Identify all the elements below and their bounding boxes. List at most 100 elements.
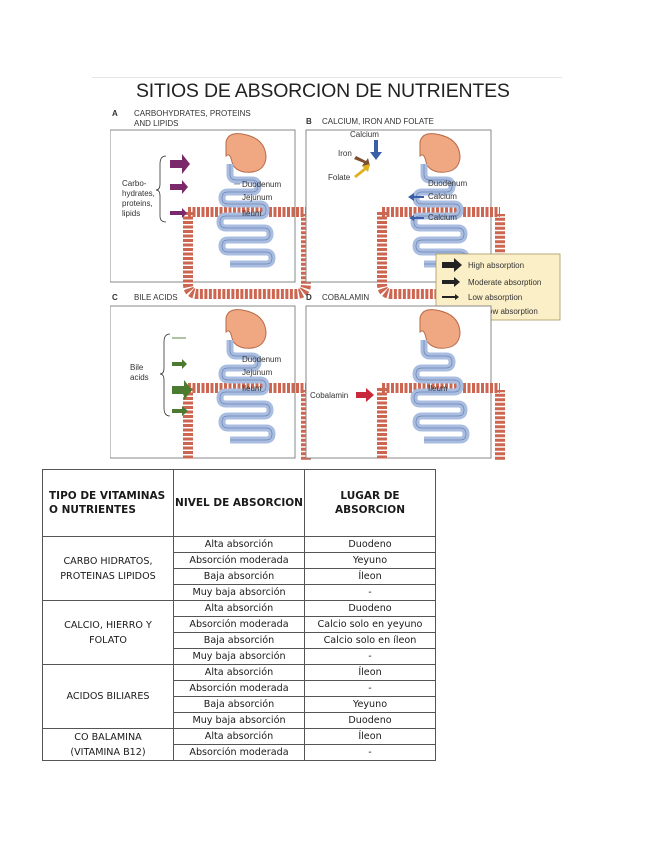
absorption-table: TIPO DE VITAMINAS O NUTRIENTES NIVEL DE … xyxy=(42,469,436,761)
legend-low: Low absorption xyxy=(468,293,522,302)
table-row: Absorción moderada - xyxy=(43,744,436,761)
place-cell: - xyxy=(304,584,436,601)
duodenum-label: Duodenum xyxy=(242,355,281,364)
place-cell: Yeyuno xyxy=(304,552,436,569)
panel-a-brace xyxy=(155,155,167,223)
header-place: LUGAR DE ABSORCION xyxy=(304,469,436,537)
legend-moderate: Moderate absorption xyxy=(468,278,541,287)
level-cell: Muy baja absorción xyxy=(173,584,305,601)
level-cell: Alta absorción xyxy=(173,728,305,745)
place-cell: - xyxy=(304,648,436,665)
group-name: ACIDOS BILIARES xyxy=(42,664,174,729)
iron-label: Iron xyxy=(338,149,352,158)
place-cell: Yeyuno xyxy=(304,696,436,713)
table-row: CO BALAMINA (VITAMINA B12) Alta absorció… xyxy=(42,728,436,761)
duodenum-label: Duodenum xyxy=(242,180,281,189)
place-cell: Duodeno xyxy=(304,600,436,617)
ileum-label: Ileum xyxy=(428,384,448,393)
panel-c-heading: BILE ACIDS xyxy=(134,293,178,302)
panel-a-label: hydrates, xyxy=(122,189,155,198)
table-row: Absorción moderada Calcio solo en yeyuno xyxy=(43,616,436,633)
panel-b-letter: B xyxy=(306,117,312,126)
page-title: SITIOS DE ABSORCION DE NUTRIENTES xyxy=(136,80,510,102)
top-divider xyxy=(92,77,562,78)
calcium-arrow-icon xyxy=(370,140,382,160)
panel-c-brace xyxy=(159,333,171,417)
panel-a-label: Carbo- xyxy=(122,179,147,188)
panel-c: C BILE ACIDS Bile acids Duodenum Jejunum… xyxy=(110,293,306,460)
place-cell: Íleon xyxy=(304,568,436,585)
low-arrow-icon xyxy=(172,359,187,369)
level-cell: Absorción moderada xyxy=(173,616,305,633)
calcium-jejunum-label: Calcium xyxy=(428,192,457,201)
cobalamin-arrow-icon xyxy=(356,388,374,402)
cobalamin-label: Cobalamin xyxy=(310,391,348,400)
calcium-label: Calcium xyxy=(350,130,379,139)
level-cell: Alta absorción xyxy=(173,600,305,617)
place-cell: Íleon xyxy=(304,728,436,745)
absorption-figure: A CARBOHYDRATES, PROTEINS AND LIPIDS Car… xyxy=(110,104,565,460)
legend-high: High absorption xyxy=(468,261,524,270)
level-cell: Alta absorción xyxy=(173,664,305,681)
low-arrow-icon xyxy=(170,208,187,218)
moderate-arrow-icon xyxy=(170,180,188,194)
table-row: Absorción moderada - xyxy=(43,680,436,697)
table-row: Muy baja absorción - xyxy=(43,584,436,601)
level-cell: Baja absorción xyxy=(173,632,305,649)
group-name: CARBO HIDRATOS, PROTEINAS LIPIDOS xyxy=(42,536,174,601)
iron-arrow-icon xyxy=(354,156,370,166)
calcium-ileum-label: Calcium xyxy=(428,213,457,222)
panel-c-label: Bile xyxy=(130,363,144,372)
level-cell: Baja absorción xyxy=(173,568,305,585)
header-level: NIVEL DE ABSORCION xyxy=(173,469,305,537)
table-header-row: TIPO DE VITAMINAS O NUTRIENTES NIVEL DE … xyxy=(42,469,436,537)
place-cell: Calcio solo en íleon xyxy=(304,632,436,649)
place-cell: Duodeno xyxy=(304,712,436,729)
duodenum-label: Duodenum xyxy=(428,179,467,188)
level-cell: Absorción moderada xyxy=(173,552,305,569)
panel-b-heading: CALCIUM, IRON AND FOLATE xyxy=(322,117,434,126)
group-name: CO BALAMINA (VITAMINA B12) xyxy=(42,728,174,761)
panel-a-label: proteins, xyxy=(122,199,153,208)
table-row: Baja absorción Calcio solo en íleon xyxy=(43,632,436,649)
high-arrow-icon xyxy=(170,154,190,174)
place-cell: - xyxy=(304,744,436,761)
high-arrow-icon xyxy=(442,258,462,272)
table-row: Baja absorción Íleon xyxy=(43,568,436,585)
high-arrow-icon xyxy=(172,380,192,400)
low-arrow-icon xyxy=(442,294,459,300)
place-cell: Duodeno xyxy=(304,536,436,553)
place-cell: - xyxy=(304,680,436,697)
table-row: CARBO HIDRATOS, PROTEINAS LIPIDOS Alta a… xyxy=(42,536,436,601)
panel-a: A CARBOHYDRATES, PROTEINS AND LIPIDS Car… xyxy=(110,109,306,294)
group-name: CALCIO, HIERRO Y FOLATO xyxy=(42,600,174,665)
table-row: Muy baja absorción - xyxy=(43,648,436,665)
legend-very-low: Very low absorption xyxy=(468,307,538,316)
moderate-calcium-arrow-icon xyxy=(408,193,424,201)
panel-a-heading: CARBOHYDRATES, PROTEINS xyxy=(134,109,251,118)
level-cell: Absorción moderada xyxy=(173,680,305,697)
table-row: ACIDOS BILIARES Alta absorción Íleon xyxy=(42,664,436,729)
panel-d-letter: D xyxy=(306,293,312,302)
panel-a-label: lipids xyxy=(122,209,140,218)
table-row: CALCIO, HIERRO Y FOLATO Alta absorción D… xyxy=(42,600,436,665)
panel-d-heading: COBALAMIN xyxy=(322,293,369,302)
level-cell: Absorción moderada xyxy=(173,744,305,761)
jejunum-label: Jejunum xyxy=(242,193,273,202)
level-cell: Baja absorción xyxy=(173,696,305,713)
level-cell: Muy baja absorción xyxy=(173,712,305,729)
panel-c-letter: C xyxy=(112,293,118,302)
header-type: TIPO DE VITAMINAS O NUTRIENTES xyxy=(42,469,174,537)
ileum-label: Ileum xyxy=(242,209,262,218)
panel-d: D COBALAMIN Cobalamin Ileum xyxy=(305,293,500,460)
jejunum-label: Jejunum xyxy=(242,368,273,377)
panel-a-heading-2: AND LIPIDS xyxy=(134,119,178,128)
folate-arrow-icon xyxy=(354,164,370,178)
moderate-arrow-icon xyxy=(172,406,188,416)
place-cell: Íleon xyxy=(304,664,436,681)
panel-c-label: acids xyxy=(130,373,149,382)
moderate-arrow-icon xyxy=(442,277,460,287)
absorption-diagram: A CARBOHYDRATES, PROTEINS AND LIPIDS Car… xyxy=(110,109,561,460)
place-cell: Calcio solo en yeyuno xyxy=(304,616,436,633)
folate-label: Folate xyxy=(328,173,351,182)
